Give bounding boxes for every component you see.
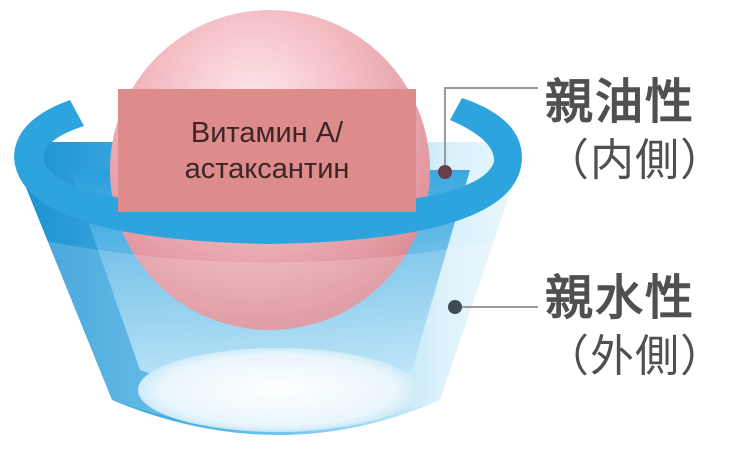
lipophilic-title: 親油性	[545, 74, 696, 130]
contents-label-line2: астаксантин	[184, 152, 350, 185]
hydrophilic-subtitle: （外側）	[545, 331, 725, 382]
cup-bottom-opening	[138, 348, 418, 432]
contents-label-line1: Витамин A/	[190, 116, 344, 149]
lipophilic-subtitle: （内側）	[545, 135, 725, 186]
hydrophilic-title: 親水性	[545, 270, 696, 326]
lipophilic-label: 親油性 （内側）	[545, 72, 725, 190]
contents-label-box: Витамин A/ астаксантин	[118, 89, 416, 212]
lipophilic-leader-line	[444, 87, 538, 170]
hydrophilic-label: 親水性 （外側）	[545, 268, 725, 386]
hydrophilic-marker-dot	[448, 300, 462, 314]
cup-front-lower	[40, 240, 500, 430]
lipophilic-marker-dot	[438, 165, 452, 179]
